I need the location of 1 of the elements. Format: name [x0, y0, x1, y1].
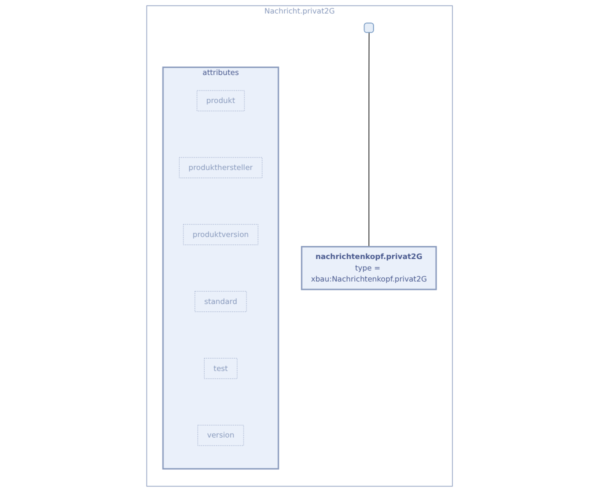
- connector: [368, 32, 370, 248]
